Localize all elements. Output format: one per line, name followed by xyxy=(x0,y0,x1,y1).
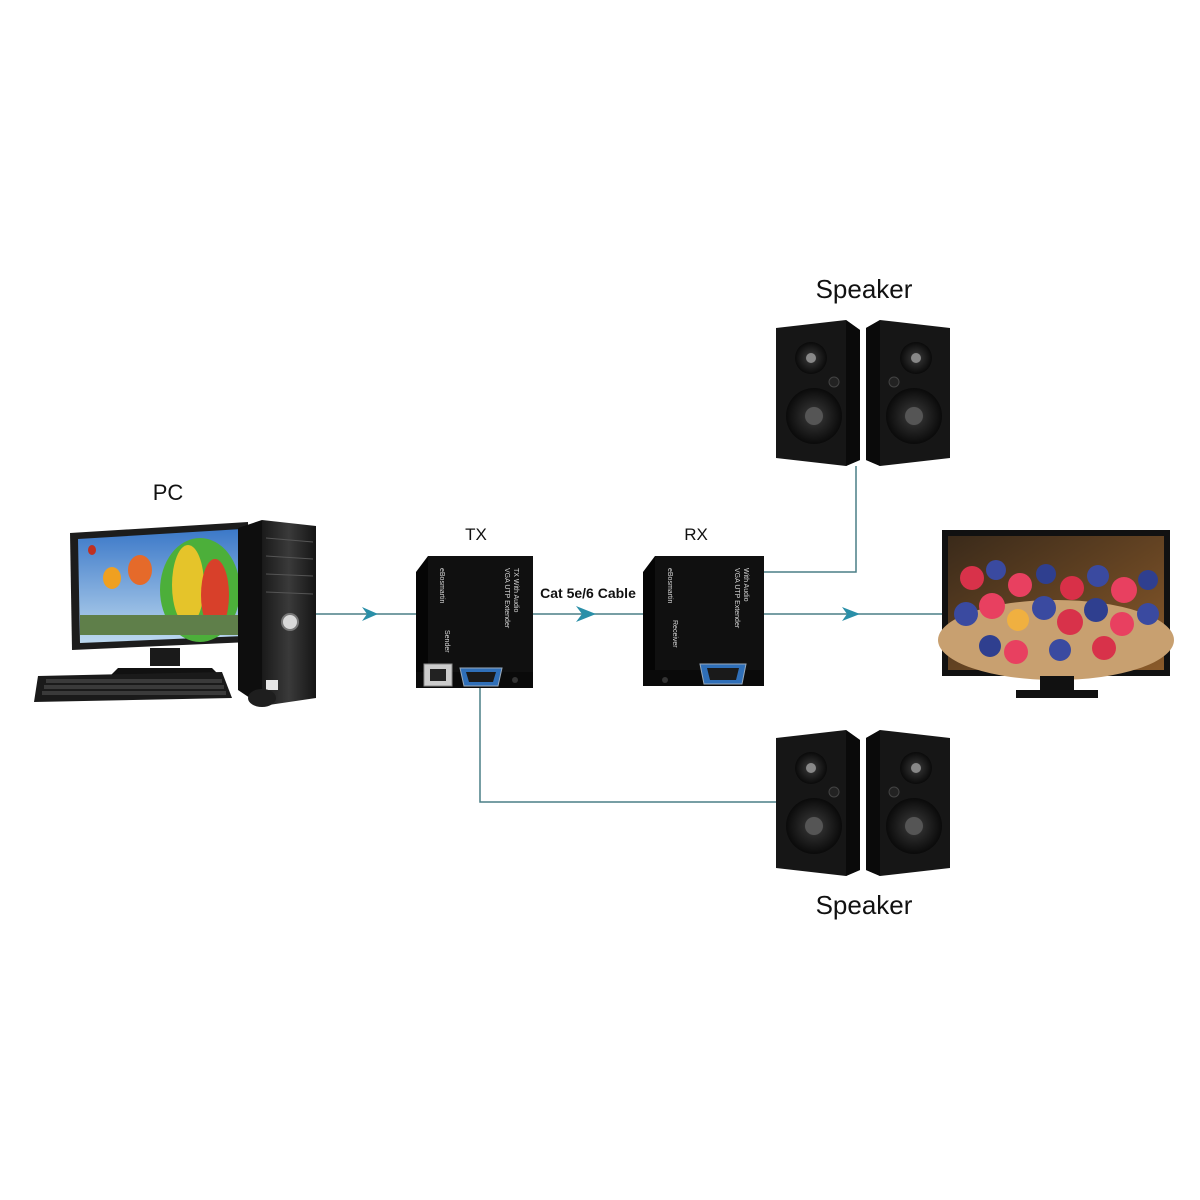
arrow-right-icon xyxy=(576,606,596,622)
rx-label: RX xyxy=(684,525,708,544)
monitor-icon xyxy=(938,530,1174,698)
tx-role: Sender xyxy=(443,630,450,653)
arrow-right-icon xyxy=(842,607,860,621)
line-tx-to-speaker-bottom xyxy=(479,688,776,803)
vga-port-icon xyxy=(699,663,747,685)
pc-icon xyxy=(34,520,316,707)
vga-port-icon xyxy=(459,667,503,687)
rx-role: Receiver xyxy=(671,620,678,648)
speaker-icon xyxy=(776,730,950,876)
line-rx-to-speaker-top xyxy=(752,466,857,573)
rj45-port-icon xyxy=(423,663,453,687)
fruit-bowl xyxy=(954,560,1159,664)
pc-label: PC xyxy=(153,480,184,505)
speaker-icon xyxy=(776,320,950,466)
speaker-top-label: Speaker xyxy=(816,274,913,304)
speaker-bottom-label: Speaker xyxy=(816,890,913,920)
tx-label: TX xyxy=(465,525,487,544)
tx-brand: eBosmartin xyxy=(438,568,445,604)
cable-label: Cat 5e/6 Cable xyxy=(540,585,636,601)
arrow-right-icon xyxy=(362,607,378,621)
rx-brand: eBosmartin xyxy=(666,568,673,604)
